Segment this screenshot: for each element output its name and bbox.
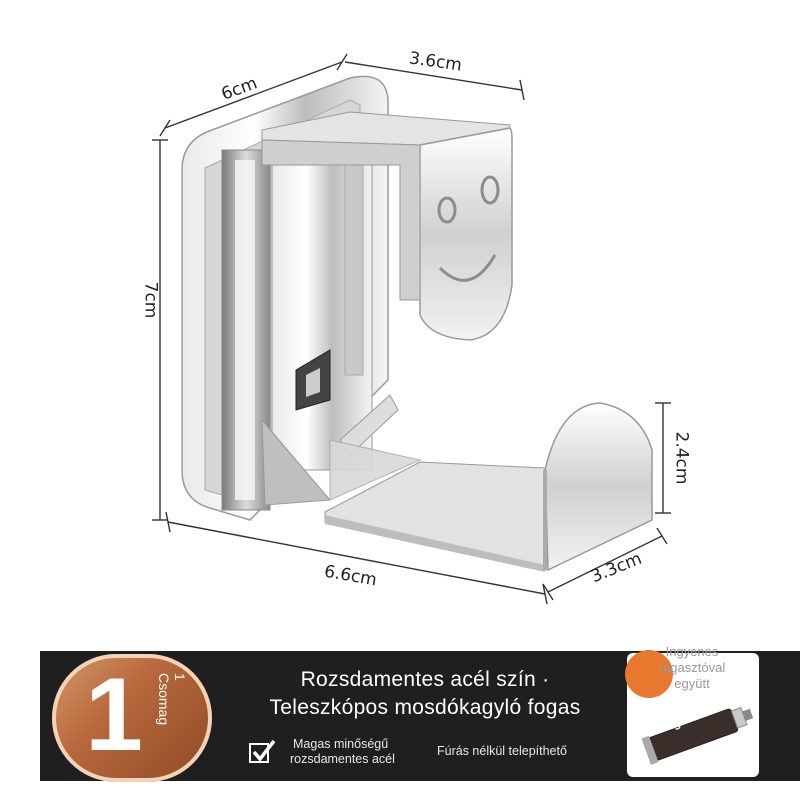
dim-hook-height: 2.4cm	[671, 431, 692, 485]
pack-badge	[52, 654, 212, 782]
gift-dot	[625, 650, 673, 698]
feature-quality-line-1: Magas minőségű	[293, 737, 389, 751]
hook-product-image	[152, 53, 671, 605]
smiley-face-icon	[437, 175, 500, 282]
gift-line-2: ragasztóval	[658, 660, 726, 675]
gift-line-1: Ingyenes	[665, 644, 719, 659]
top-hook-plate	[419, 127, 513, 341]
checkmark-icon	[249, 739, 276, 763]
bottom-hook	[544, 402, 653, 572]
pack-label-group: 1 Csomag	[156, 673, 188, 763]
product-illustration: 6cm 3.6cm 7cm 6.6cm 2.4cm 3.3cm	[140, 48, 692, 605]
banner-title-line-2: Teleszkópos mosdókagyló fogas	[269, 696, 581, 719]
banner-title-line-1: Rozsdamentes acél szín ·	[300, 668, 550, 691]
feature-quality-line-2: rozsdamentes acél	[290, 752, 395, 766]
glue-tube-icon	[641, 707, 754, 765]
feature-quality: Magas minőségű rozsdamentes acél	[290, 737, 395, 767]
pack-number: 1	[85, 657, 143, 773]
feature-install: Fúrás nélkül telepíthető	[437, 744, 567, 758]
pack-sub-number: 1	[172, 673, 188, 681]
dimension-lines	[152, 53, 671, 605]
gift-text: Ingyenes ragasztóval együtt	[640, 644, 744, 692]
gift-line-3: együtt	[674, 676, 710, 691]
dim-height: 7cm	[140, 281, 161, 319]
pack-label: Csomag	[156, 673, 172, 726]
